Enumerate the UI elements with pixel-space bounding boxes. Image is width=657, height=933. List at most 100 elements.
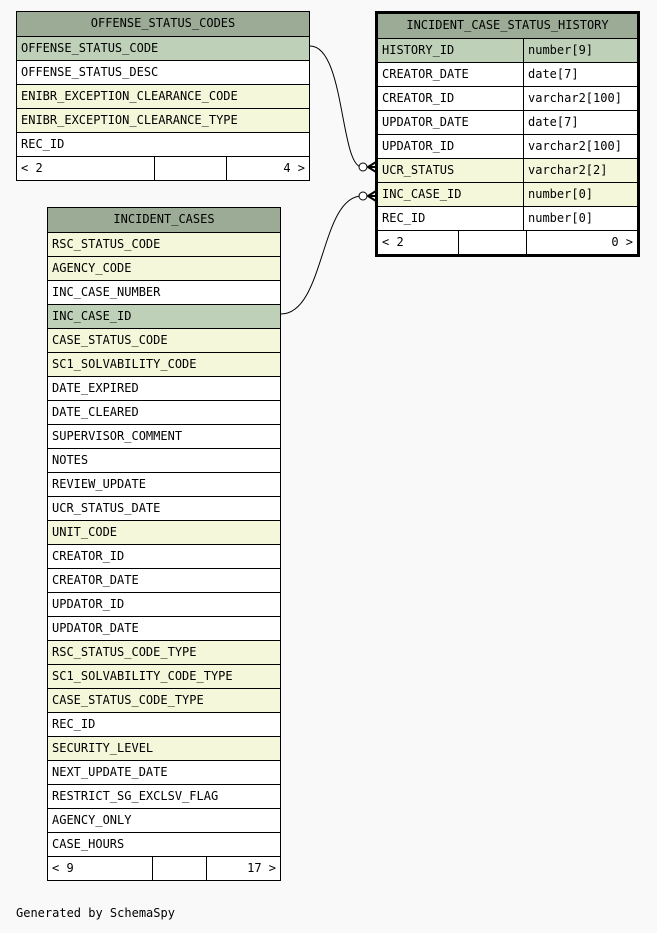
optional-marker-inc-case-id [358, 191, 368, 201]
column-row[interactable]: SC1_SOLVABILITY_CODE_TYPE [48, 664, 280, 688]
column-name: INC_CASE_ID [382, 187, 462, 201]
column-name: RSC_STATUS_CODE [52, 237, 161, 251]
column-row[interactable]: REC_ID [48, 712, 280, 736]
column-name: UNIT_CODE [52, 525, 118, 539]
column-name: UPDATOR_ID [52, 597, 125, 611]
column-row[interactable]: AGENCY_CODE [48, 256, 280, 280]
children-count[interactable]: 0 > [526, 231, 637, 254]
column-row[interactable]: ENIBR_EXCEPTION_CLEARANCE_TYPE [17, 108, 309, 132]
column-row[interactable]: CASE_HOURS [48, 832, 280, 856]
column-name: UPDATOR_DATE [52, 621, 139, 635]
column-row[interactable]: CASE_STATUS_CODE_TYPE [48, 688, 280, 712]
column-row[interactable]: SECURITY_LEVEL [48, 736, 280, 760]
column-row[interactable]: REC_ID [17, 132, 309, 156]
table-incident-cases[interactable]: INCIDENT_CASES RSC_STATUS_CODE AGENCY_CODE… [47, 207, 281, 881]
column-type: date[7] [523, 63, 637, 86]
column-row[interactable]: ENIBR_EXCEPTION_CLEARANCE_CODE [17, 84, 309, 108]
relationship-incident-to-history [280, 195, 375, 315]
column-name: ENIBR_EXCEPTION_CLEARANCE_CODE [21, 89, 238, 103]
relationship-offense-to-history [309, 45, 375, 168]
column-row[interactable]: CREATOR_DATE [48, 568, 280, 592]
column-name: INC_CASE_ID [52, 309, 132, 323]
column-row[interactable]: DATE_CLEARED [48, 400, 280, 424]
column-name: UPDATOR_ID [382, 139, 455, 153]
column-name: REC_ID [21, 137, 65, 151]
column-row[interactable]: UNIT_CODE [48, 520, 280, 544]
column-name: AGENCY_ONLY [52, 813, 132, 827]
column-row[interactable]: CASE_STATUS_CODE [48, 328, 280, 352]
footer-spacer [152, 857, 206, 880]
table-footer: < 2 0 > [378, 230, 637, 254]
column-row[interactable]: RSC_STATUS_CODE_TYPE [48, 640, 280, 664]
table-footer: < 2 4 > [17, 156, 309, 180]
column-row[interactable]: CREATOR_DATE date[7] [378, 62, 637, 86]
generated-by-text: Generated by SchemaSpy [16, 906, 175, 920]
column-row[interactable]: REVIEW_UPDATE [48, 472, 280, 496]
column-type: varchar2[2] [523, 159, 637, 182]
table-header[interactable]: INCIDENT_CASE_STATUS_HISTORY [378, 14, 637, 38]
column-name: CREATOR_ID [52, 549, 125, 563]
column-name: RESTRICT_SG_EXCLSV_FLAG [52, 789, 219, 803]
column-name: OFFENSE_STATUS_CODE [21, 41, 159, 55]
column-row[interactable]: DATE_EXPIRED [48, 376, 280, 400]
column-name: CREATOR_DATE [382, 67, 469, 81]
optional-marker-ucr-status [358, 162, 368, 172]
column-row[interactable]: UCR_STATUS varchar2[2] [378, 158, 637, 182]
column-name: SECURITY_LEVEL [52, 741, 154, 755]
parents-count[interactable]: < 2 [382, 235, 404, 249]
column-row[interactable]: SUPERVISOR_COMMENT [48, 424, 280, 448]
column-row[interactable]: RESTRICT_SG_EXCLSV_FLAG [48, 784, 280, 808]
column-row[interactable]: AGENCY_ONLY [48, 808, 280, 832]
table-offense-status-codes[interactable]: OFFENSE_STATUS_CODES OFFENSE_STATUS_CODE O… [16, 11, 310, 181]
column-row[interactable]: RSC_STATUS_CODE [48, 232, 280, 256]
footer-spacer [458, 231, 526, 254]
parents-count[interactable]: < 2 [21, 161, 43, 175]
column-name: REC_ID [382, 211, 426, 225]
column-name: ENIBR_EXCEPTION_CLEARANCE_TYPE [21, 113, 238, 127]
column-name: INC_CASE_NUMBER [52, 285, 161, 299]
column-row[interactable]: OFFENSE_STATUS_DESC [17, 60, 309, 84]
column-name: RSC_STATUS_CODE_TYPE [52, 645, 197, 659]
column-name: NOTES [52, 453, 89, 467]
table-name: OFFENSE_STATUS_CODES [90, 16, 236, 30]
column-name: DATE_EXPIRED [52, 381, 139, 395]
column-name: AGENCY_CODE [52, 261, 132, 275]
parents-count[interactable]: < 9 [52, 861, 74, 875]
footer-spacer [154, 157, 226, 180]
column-row[interactable]: UPDATOR_DATE [48, 616, 280, 640]
column-row[interactable]: SC1_SOLVABILITY_CODE [48, 352, 280, 376]
column-name: SC1_SOLVABILITY_CODE [52, 357, 197, 371]
column-name: HISTORY_ID [382, 43, 455, 57]
column-row[interactable]: NOTES [48, 448, 280, 472]
column-name: CASE_STATUS_CODE [52, 333, 168, 347]
column-name: UCR_STATUS [382, 163, 455, 177]
column-row[interactable]: CREATOR_ID [48, 544, 280, 568]
column-row[interactable]: OFFENSE_STATUS_CODE [17, 36, 309, 60]
column-name: CASE_HOURS [52, 837, 125, 851]
column-name: DATE_CLEARED [52, 405, 139, 419]
column-name: UCR_STATUS_DATE [52, 501, 161, 515]
column-type: number[0] [523, 207, 637, 230]
table-header[interactable]: OFFENSE_STATUS_CODES [17, 12, 309, 36]
column-row[interactable]: UCR_STATUS_DATE [48, 496, 280, 520]
table-footer: < 9 17 > [48, 856, 280, 880]
children-count[interactable]: 17 > [206, 857, 280, 880]
children-count[interactable]: 4 > [226, 157, 309, 180]
column-name: REVIEW_UPDATE [52, 477, 146, 491]
column-row[interactable]: NEXT_UPDATE_DATE [48, 760, 280, 784]
column-name: OFFENSE_STATUS_DESC [21, 65, 159, 79]
table-header[interactable]: INCIDENT_CASES [48, 208, 280, 232]
column-row[interactable]: INC_CASE_NUMBER [48, 280, 280, 304]
column-row[interactable]: UPDATOR_ID [48, 592, 280, 616]
table-name: INCIDENT_CASES [113, 212, 215, 226]
column-name: SUPERVISOR_COMMENT [52, 429, 183, 443]
column-row[interactable]: REC_ID number[0] [378, 206, 637, 230]
column-type: varchar2[100] [523, 87, 637, 110]
column-row[interactable]: INC_CASE_ID [48, 304, 280, 328]
